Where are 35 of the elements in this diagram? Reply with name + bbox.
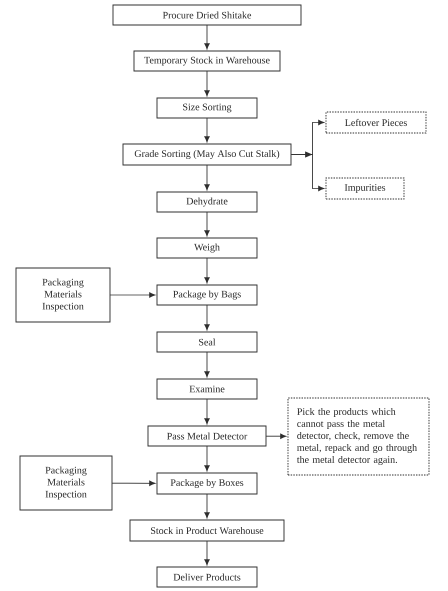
process-box: Size Sorting <box>156 98 258 118</box>
process-box: Procure Dried Shitake <box>112 4 302 26</box>
arrow <box>204 399 210 424</box>
arrow <box>204 446 210 472</box>
arrow <box>291 154 324 192</box>
process-box: Pass Metal Detector <box>148 426 266 446</box>
arrow <box>204 212 210 236</box>
process-box: Package by Boxes <box>156 472 258 494</box>
arrow <box>112 480 156 486</box>
arrow <box>204 305 210 330</box>
process-box: Examine <box>156 378 258 400</box>
process-box: Seal <box>156 332 258 352</box>
arrow <box>204 258 210 284</box>
arrow <box>266 434 286 439</box>
process-box: Package by Bags <box>156 284 258 306</box>
arrow <box>204 352 210 378</box>
arrowhead <box>305 151 312 158</box>
arrow <box>110 292 156 298</box>
process-box: Grade Sorting (May Also Cut Stalk) <box>122 144 292 166</box>
arrow <box>204 25 210 50</box>
arrow <box>204 118 210 142</box>
process-box: Deliver Products <box>156 566 258 588</box>
process-box: Stock in Product Warehouse <box>130 520 284 542</box>
process-box: Weigh <box>156 238 258 258</box>
process-box: Dehydrate <box>156 192 258 212</box>
arrow <box>204 165 210 190</box>
arrow <box>204 541 210 566</box>
arrow <box>204 71 210 96</box>
output-box: Impurities <box>326 178 404 200</box>
input-box: Packaging Materials Inspection <box>16 268 110 322</box>
note-box: Pick the products which cannot pass the metal detector, check, remove the metal, repack and go through the metal detector again. <box>288 398 430 476</box>
arrow <box>204 494 210 518</box>
output-box: Leftover Pieces <box>326 112 426 134</box>
input-box: Packaging Materials Inspection <box>20 456 112 510</box>
process-box: Temporary Stock in Warehouse <box>134 50 280 72</box>
